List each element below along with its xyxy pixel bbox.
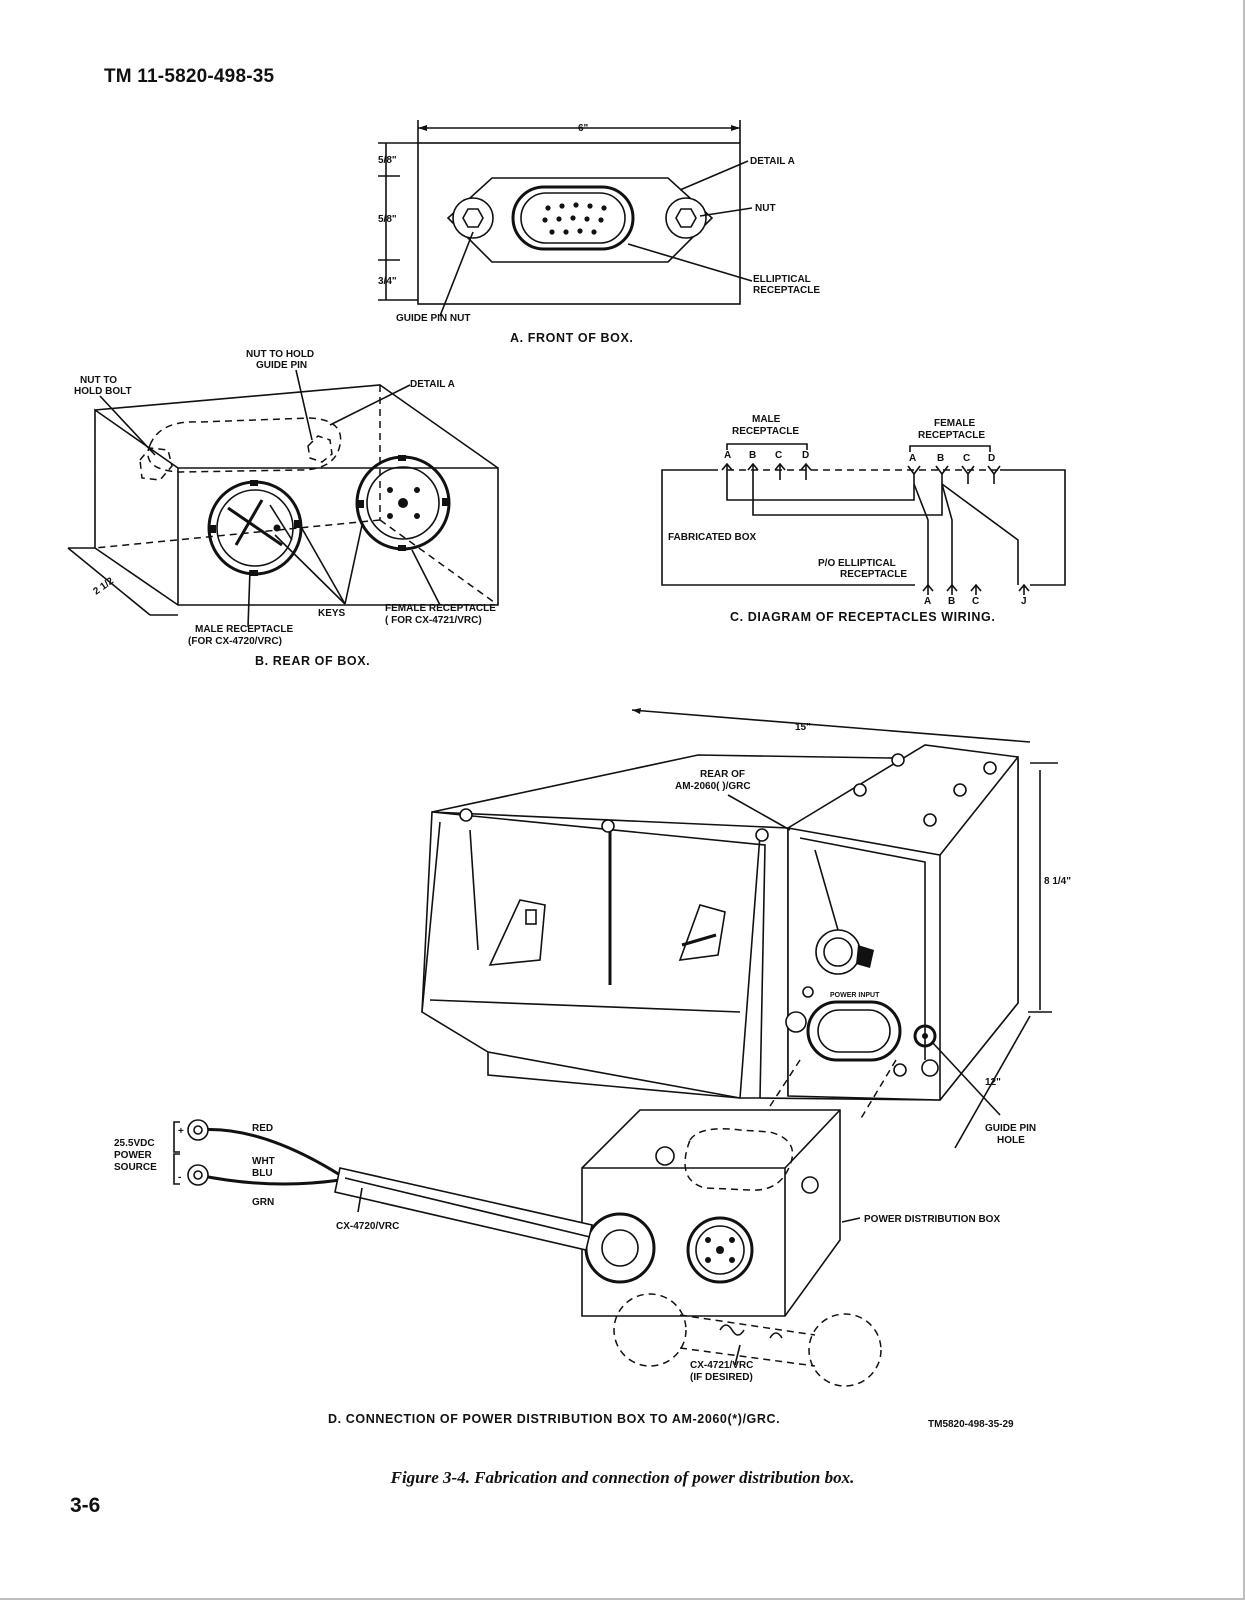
dim-depth-b: 2 1/2 bbox=[91, 575, 116, 597]
label-po-1: P/O ELLIPTICAL bbox=[818, 558, 896, 569]
female-pin-c: C bbox=[963, 453, 970, 464]
wire-wht: WHT bbox=[252, 1156, 275, 1167]
nut-shape bbox=[665, 197, 707, 239]
box-female-connector bbox=[686, 1216, 754, 1284]
label-fabricated-box: FABRICATED BOX bbox=[668, 532, 756, 543]
dim-depth-d: 12" bbox=[985, 1077, 1001, 1088]
am-2060-rear bbox=[787, 744, 1019, 1101]
label-rear-1: REAR OF bbox=[700, 769, 745, 780]
wire-red: RED bbox=[252, 1123, 273, 1134]
label-nut-guide-1: NUT TO HOLD bbox=[246, 349, 314, 360]
label-nut-bolt-2: HOLD BOLT bbox=[74, 386, 132, 397]
panel-c-wiring-diagram: MALE RECEPTACLE FEMALE RECEPTACLE A B C … bbox=[661, 414, 1066, 624]
female-pin-b: B bbox=[937, 453, 944, 464]
panel-a-front-of-box: 6" 5/8" 5/8" 3/4" DETAIL A NUT ELLIPTICA… bbox=[378, 120, 820, 345]
wire-blu: BLU bbox=[252, 1168, 273, 1179]
label-cx4721-2: (IF DESIRED) bbox=[690, 1372, 753, 1383]
panel-b-rear-of-box: 2 1/2 NUT TO HOLD BOLT NUT TO HOLD GUIDE… bbox=[67, 349, 499, 668]
cx4721-cable-dashed bbox=[613, 1293, 882, 1387]
mounting-plate bbox=[446, 177, 714, 263]
label-source-2: POWER bbox=[114, 1150, 153, 1161]
terminal-negative bbox=[187, 1164, 209, 1186]
panel-b-title: B. REAR OF BOX. bbox=[255, 654, 370, 668]
wire-grn: GRN bbox=[252, 1197, 274, 1208]
dim-bottom-a: 3/4" bbox=[378, 276, 397, 287]
label-cx4721-1: CX-4721/VRC bbox=[690, 1360, 753, 1371]
label-male-c-1: MALE bbox=[752, 414, 781, 425]
label-elliptical-2: RECEPTACLE bbox=[753, 285, 820, 296]
male-pin-b: B bbox=[749, 450, 756, 461]
elliptical-receptacle bbox=[511, 185, 635, 251]
label-nut-guide-2: GUIDE PIN bbox=[256, 360, 307, 371]
front-box-outline bbox=[417, 142, 741, 305]
elliptical-pin-a: A bbox=[924, 596, 931, 607]
label-male-receptacle-1: MALE RECEPTACLE bbox=[195, 624, 293, 635]
panel-a-title: A. FRONT OF BOX. bbox=[510, 331, 634, 345]
label-nut: NUT bbox=[755, 203, 776, 214]
elliptical-pin-c: C bbox=[972, 596, 979, 607]
label-nut-bolt-1: NUT TO bbox=[80, 375, 117, 386]
male-pin-symbols bbox=[721, 462, 812, 480]
female-pin-symbols bbox=[907, 465, 1001, 484]
label-female-c-2: RECEPTACLE bbox=[918, 430, 985, 441]
label-female-receptacle-1: FEMALE RECEPTACLE bbox=[385, 603, 496, 614]
guide-pin-nut-shape bbox=[452, 197, 494, 239]
elliptical-pin-symbols bbox=[922, 583, 1030, 595]
label-source-3: SOURCE bbox=[114, 1162, 157, 1173]
label-female-receptacle-2: ( FOR CX-4721/VRC) bbox=[385, 615, 482, 626]
label-detail-a-rear: DETAIL A bbox=[410, 379, 455, 390]
power-distribution-box bbox=[581, 1109, 841, 1317]
male-pin-c: C bbox=[775, 450, 782, 461]
panel-d-title: D. CONNECTION OF POWER DISTRIBUTION BOX … bbox=[328, 1412, 780, 1426]
dim-length-d: 15" bbox=[795, 722, 811, 733]
female-pin-d: D bbox=[988, 453, 995, 464]
dim-height-d: 8 1/4" bbox=[1044, 876, 1071, 887]
male-pin-d: D bbox=[802, 450, 809, 461]
receptacle-pins bbox=[542, 202, 607, 235]
label-keys: KEYS bbox=[318, 608, 346, 619]
label-guide-pin-hole-2: HOLE bbox=[997, 1135, 1025, 1146]
label-power-distribution-box: POWER DISTRIBUTION BOX bbox=[864, 1214, 1000, 1225]
label-cx4720: CX-4720/VRC bbox=[336, 1221, 399, 1232]
dim-top-a: 5/8" bbox=[378, 155, 397, 166]
label-power-input: POWER INPUT bbox=[830, 992, 880, 999]
label-guide-pin-nut: GUIDE PIN NUT bbox=[396, 313, 470, 324]
label-rear-2: AM-2060( )/GRC bbox=[675, 781, 751, 792]
guide-pin-hole bbox=[913, 1024, 937, 1048]
dim-width-a: 6" bbox=[578, 123, 589, 134]
figure-caption: Figure 3-4. Fabrication and connection o… bbox=[390, 1468, 855, 1487]
dim-mid-a: 5/8" bbox=[378, 214, 397, 225]
female-pin-a: A bbox=[909, 453, 916, 464]
document-header: TM 11-5820-498-35 bbox=[104, 66, 275, 87]
source-plus: + bbox=[178, 1126, 184, 1137]
label-detail-a-front: DETAIL A bbox=[750, 156, 795, 167]
male-pin-a: A bbox=[724, 450, 731, 461]
label-female-c-1: FEMALE bbox=[934, 418, 975, 429]
label-male-c-2: RECEPTACLE bbox=[732, 426, 799, 437]
panel-c-title: C. DIAGRAM OF RECEPTACLES WIRING. bbox=[730, 610, 995, 624]
page-number: 3-6 bbox=[70, 1494, 101, 1517]
power-input-receptacle bbox=[806, 1000, 902, 1062]
panel-d-connection: 15" POWER INPUT bbox=[114, 708, 1071, 1430]
label-source-1: 25.5VDC bbox=[114, 1138, 155, 1149]
label-guide-pin-hole-1: GUIDE PIN bbox=[985, 1123, 1036, 1134]
ref-code: TM5820-498-35-29 bbox=[928, 1419, 1014, 1430]
source-minus: - bbox=[178, 1172, 181, 1183]
elliptical-pin-b: B bbox=[948, 596, 955, 607]
label-elliptical-1: ELLIPTICAL bbox=[753, 274, 811, 285]
label-po-2: RECEPTACLE bbox=[840, 569, 907, 580]
elliptical-pin-j: J bbox=[1021, 596, 1027, 607]
terminal-positive bbox=[187, 1119, 209, 1141]
label-male-receptacle-2: (FOR CX-4720/VRC) bbox=[188, 636, 282, 647]
